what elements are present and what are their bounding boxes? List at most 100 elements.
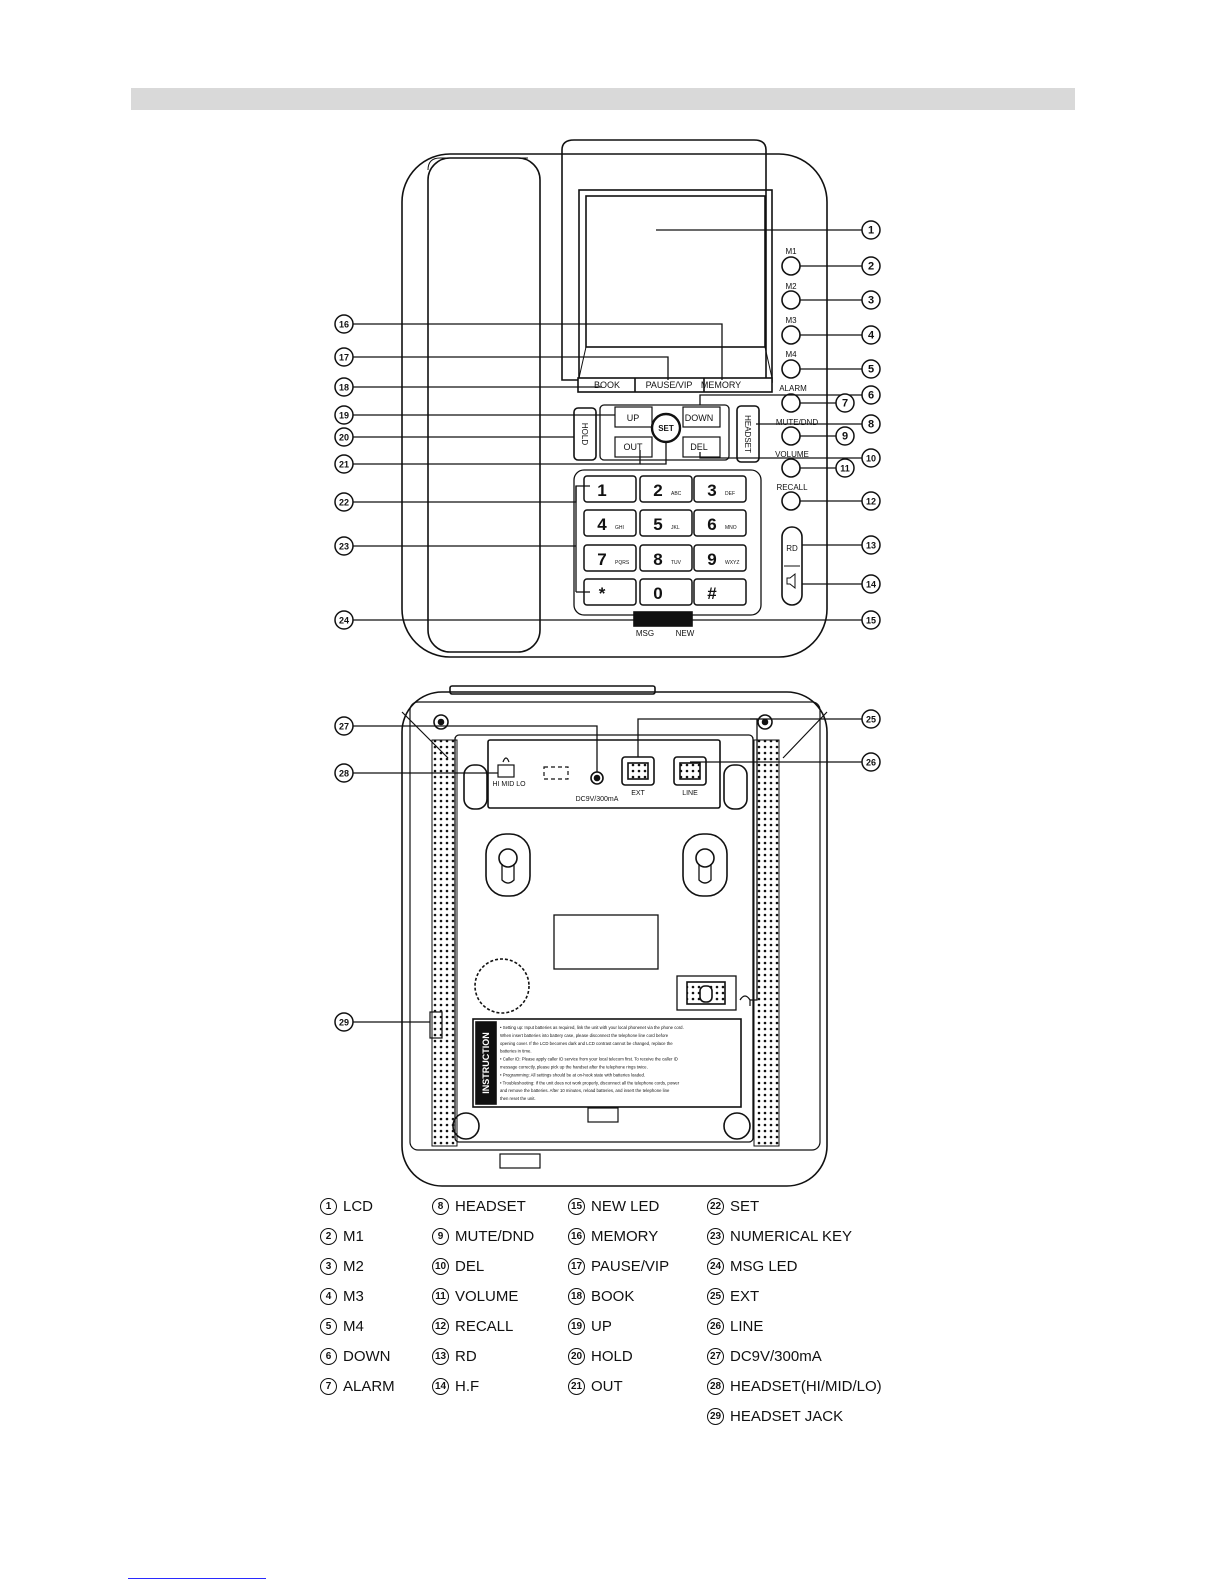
key-letters: GHI bbox=[615, 525, 624, 531]
label-area bbox=[553, 914, 659, 970]
callout-16: 16 bbox=[334, 314, 354, 334]
legend-number: 8 bbox=[432, 1198, 449, 1215]
svg-text:23: 23 bbox=[339, 542, 349, 552]
cord-clip bbox=[676, 975, 737, 1011]
instruction-line: • Setting up: Input batteries as require… bbox=[500, 1025, 684, 1030]
legend-number: 15 bbox=[568, 1198, 585, 1215]
callout-6: 6 bbox=[861, 385, 881, 405]
callout-5: 5 bbox=[861, 359, 881, 379]
legend-number: 19 bbox=[568, 1318, 585, 1335]
legend-label: MSG LED bbox=[730, 1258, 798, 1275]
back-plate bbox=[454, 734, 754, 1143]
callout-15: 15 bbox=[861, 610, 881, 630]
key-letters: WXYZ bbox=[725, 560, 739, 566]
vent-right bbox=[753, 739, 780, 1147]
instruction-line: • Caller ID: Please apply caller ID serv… bbox=[500, 1057, 678, 1062]
legend-number: 23 bbox=[707, 1228, 724, 1245]
key-digit: 4 bbox=[597, 515, 607, 534]
key-letters: DEF bbox=[725, 491, 735, 497]
legend-label: UP bbox=[591, 1318, 612, 1335]
callout-13: 13 bbox=[861, 535, 881, 555]
volume-button bbox=[781, 458, 801, 478]
callout-25: 25 bbox=[861, 709, 881, 729]
callout-3: 3 bbox=[861, 290, 881, 310]
instruction-line: When insert batteries into battery case,… bbox=[500, 1033, 669, 1038]
legend-item: 7 ALARM bbox=[320, 1378, 395, 1395]
legend-number: 29 bbox=[707, 1408, 724, 1425]
legend-number: 6 bbox=[320, 1348, 337, 1365]
keyhole-left bbox=[485, 833, 531, 897]
foot-slot-right bbox=[723, 764, 748, 810]
foot-slot-left bbox=[463, 764, 488, 810]
callout-1: 1 bbox=[861, 220, 881, 240]
recall-label: RECALL bbox=[776, 483, 808, 492]
memory-label: MEMORY bbox=[701, 380, 741, 390]
svg-text:1: 1 bbox=[868, 225, 874, 237]
svg-text:6: 6 bbox=[868, 390, 874, 402]
legend-item: 6 DOWN bbox=[320, 1348, 391, 1365]
legend-label: DOWN bbox=[343, 1348, 391, 1365]
svg-text:7: 7 bbox=[842, 398, 848, 410]
key-digit: 6 bbox=[707, 515, 716, 534]
front-view bbox=[401, 139, 828, 658]
legend-number: 16 bbox=[568, 1228, 585, 1245]
key-0: 0 bbox=[639, 578, 693, 606]
svg-text:25: 25 bbox=[866, 715, 876, 725]
m1-label: M1 bbox=[785, 247, 797, 256]
legend-label: DEL bbox=[455, 1258, 485, 1275]
nav-cluster bbox=[599, 404, 730, 461]
back-view bbox=[401, 685, 828, 1187]
legend-number: 20 bbox=[568, 1348, 585, 1365]
legend-label: HEADSET(HI/MID/LO) bbox=[730, 1378, 882, 1395]
svg-text:5: 5 bbox=[868, 364, 874, 376]
rd-hf-rocker bbox=[781, 526, 803, 606]
callout-19: 19 bbox=[334, 405, 354, 425]
line-label: LINE bbox=[682, 790, 698, 797]
svg-text:26: 26 bbox=[866, 758, 876, 768]
speaker-grille bbox=[474, 958, 530, 1014]
recall-button bbox=[781, 491, 801, 511]
instruction-box bbox=[472, 1018, 742, 1108]
line-port bbox=[673, 756, 707, 786]
callout-28: 28 bbox=[334, 763, 354, 783]
key-#: # bbox=[693, 578, 747, 606]
legend-number: 27 bbox=[707, 1348, 724, 1365]
key-letters: TUV bbox=[671, 560, 682, 566]
instruction-line: and remove the batteries. After 10 minut… bbox=[500, 1088, 670, 1093]
phone-base bbox=[401, 691, 828, 1187]
display-panel bbox=[561, 139, 767, 381]
callout-20: 20 bbox=[334, 427, 354, 447]
ext-port bbox=[621, 756, 655, 786]
key-digit: 5 bbox=[653, 515, 662, 534]
legend-number: 21 bbox=[568, 1378, 585, 1395]
legend-number: 18 bbox=[568, 1288, 585, 1305]
callouts: 1234567891011121314151617181920212223242… bbox=[334, 220, 881, 1032]
legend-label: ALARM bbox=[343, 1378, 395, 1395]
m3-button bbox=[781, 325, 801, 345]
svg-text:16: 16 bbox=[339, 320, 349, 330]
key-digit: 1 bbox=[597, 481, 606, 500]
legend-item: 19 UP bbox=[568, 1318, 612, 1335]
key-digit: 9 bbox=[707, 550, 716, 569]
key-digit: * bbox=[599, 584, 606, 603]
ext-label: EXT bbox=[631, 790, 645, 797]
callout-12: 12 bbox=[861, 491, 881, 511]
legend-number: 3 bbox=[320, 1258, 337, 1275]
svg-text:12: 12 bbox=[866, 497, 876, 507]
rd-label: RD bbox=[786, 544, 798, 553]
callout-21: 21 bbox=[334, 454, 354, 474]
legend-number: 7 bbox=[320, 1378, 337, 1395]
pause-vip-label: PAUSE/VIP bbox=[646, 380, 693, 390]
legend-label: NEW LED bbox=[591, 1198, 660, 1215]
legend-label: SET bbox=[730, 1198, 760, 1215]
instruction-line: • Troubleshooting: If the unit does not … bbox=[500, 1080, 680, 1085]
